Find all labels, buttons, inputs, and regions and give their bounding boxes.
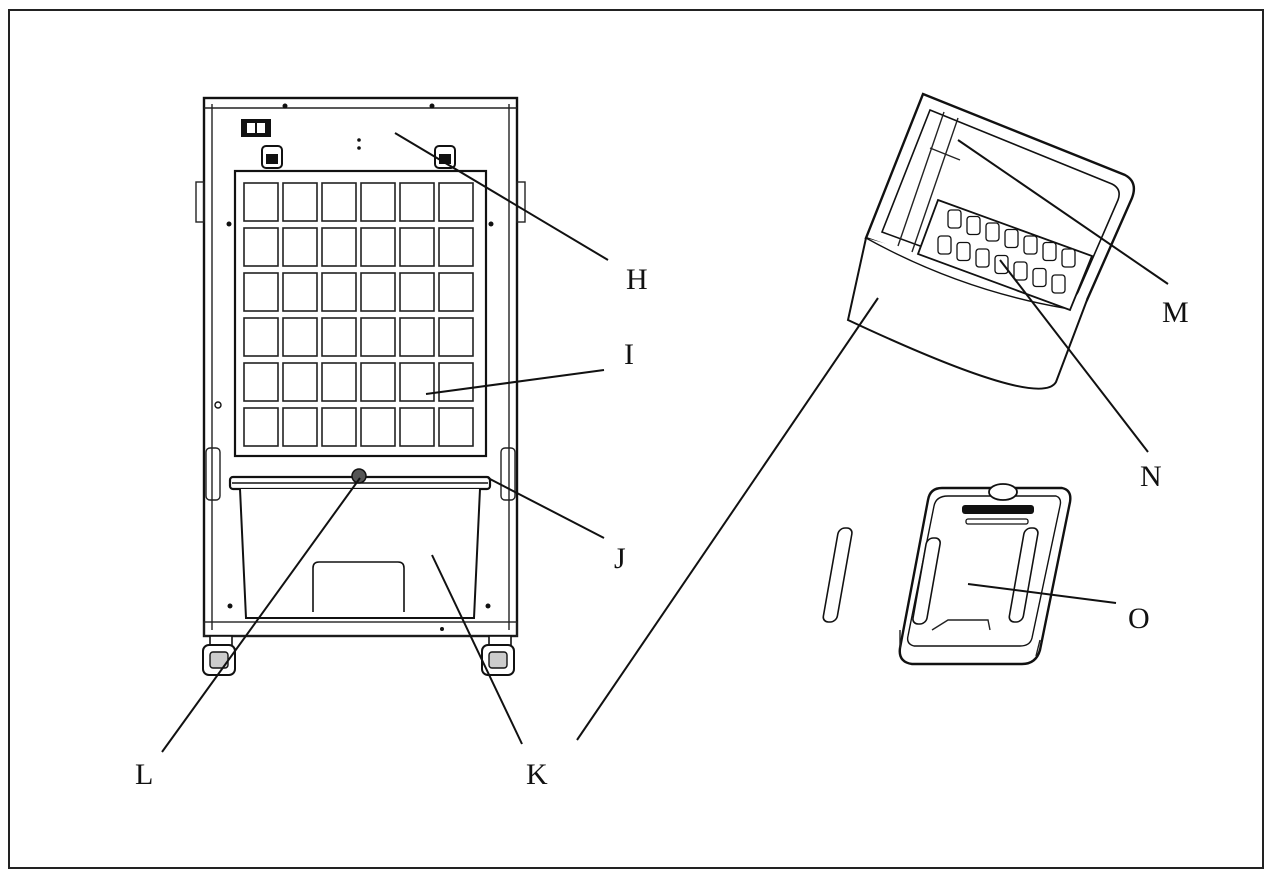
ice-pack-cell: [975, 248, 990, 268]
filter-cell: [321, 407, 357, 447]
filter-cell: [243, 407, 279, 447]
label-o: O: [1128, 602, 1150, 635]
ice-pack-cell: [1061, 248, 1076, 268]
leader-l: [161, 477, 361, 753]
leader-k-tank: [431, 554, 523, 745]
label-l: L: [135, 758, 153, 791]
leader-j: [487, 477, 605, 539]
ice-pack-cell: [1032, 267, 1047, 288]
filter-cell: [438, 272, 474, 312]
filter-cell: [399, 272, 435, 312]
filter-cell: [360, 317, 396, 357]
filter-cell: [438, 362, 474, 402]
ice-pack-cell: [1004, 228, 1019, 249]
filter-cell: [282, 227, 318, 267]
filter-cell: [360, 362, 396, 402]
filter-cell: [243, 227, 279, 267]
filter-cell: [321, 317, 357, 357]
filter-cell: [360, 272, 396, 312]
ice-pack-cell: [1023, 235, 1038, 255]
filter-cell: [399, 407, 435, 447]
leader-o: [967, 583, 1117, 604]
filter-cell: [360, 182, 396, 222]
filter-clip-right: [434, 145, 456, 169]
filter-cell: [243, 362, 279, 402]
power-socket: [241, 119, 271, 137]
filter-clip-left: [261, 145, 283, 169]
ice-pack-cell: [985, 222, 1000, 242]
filter-cell: [243, 272, 279, 312]
leader-n: [999, 259, 1149, 453]
filter-cell: [438, 182, 474, 222]
ice-box: [846, 92, 1136, 390]
ice-pack-cell: [947, 209, 962, 229]
water-tank: [228, 468, 492, 619]
filter-cell: [399, 182, 435, 222]
ice-pack-cell: [966, 215, 981, 236]
ice-pack-cell: [1013, 261, 1028, 281]
ice-pack-cell: [937, 235, 952, 255]
filter-cell: [399, 227, 435, 267]
filter-cell: [399, 317, 435, 357]
wheel-left: [202, 635, 236, 676]
ice-pack-cells: [937, 209, 1076, 294]
label-n: N: [1140, 460, 1162, 493]
leader-k-box: [576, 297, 879, 741]
filter-cell: [321, 227, 357, 267]
ice-pack-cell: [1042, 241, 1057, 262]
filter-cell: [321, 182, 357, 222]
filter-cell: [360, 407, 396, 447]
filter-cell: [438, 317, 474, 357]
diagram-frame: [8, 9, 1264, 869]
filter-cell: [282, 362, 318, 402]
ice-pack-cell: [1051, 274, 1066, 294]
filter-cell: [243, 182, 279, 222]
filter-cell: [282, 272, 318, 312]
filter-cell: [321, 362, 357, 402]
leader-h: [394, 132, 609, 261]
filter-cell: [282, 407, 318, 447]
label-j: J: [614, 542, 626, 575]
cooler-back-view: [195, 96, 526, 676]
wheel-right: [481, 635, 515, 676]
label-k: K: [526, 758, 548, 791]
leader-lines: [161, 132, 1169, 753]
label-i: I: [624, 338, 634, 371]
filter-cell: [243, 317, 279, 357]
filter-cell: [282, 182, 318, 222]
filter-cell: [360, 227, 396, 267]
filter-cell: [438, 407, 474, 447]
ice-pack-cell: [994, 254, 1009, 275]
filter-grid: [243, 182, 474, 447]
label-h: H: [626, 263, 648, 296]
ice-pack: [822, 483, 1072, 666]
filter-cell: [399, 362, 435, 402]
ice-pack-cell: [956, 241, 971, 262]
label-m: M: [1162, 296, 1189, 329]
filter-cell: [438, 227, 474, 267]
filter-cell: [321, 272, 357, 312]
leader-i: [425, 369, 605, 395]
leader-m: [957, 139, 1169, 285]
filter-cell: [282, 317, 318, 357]
